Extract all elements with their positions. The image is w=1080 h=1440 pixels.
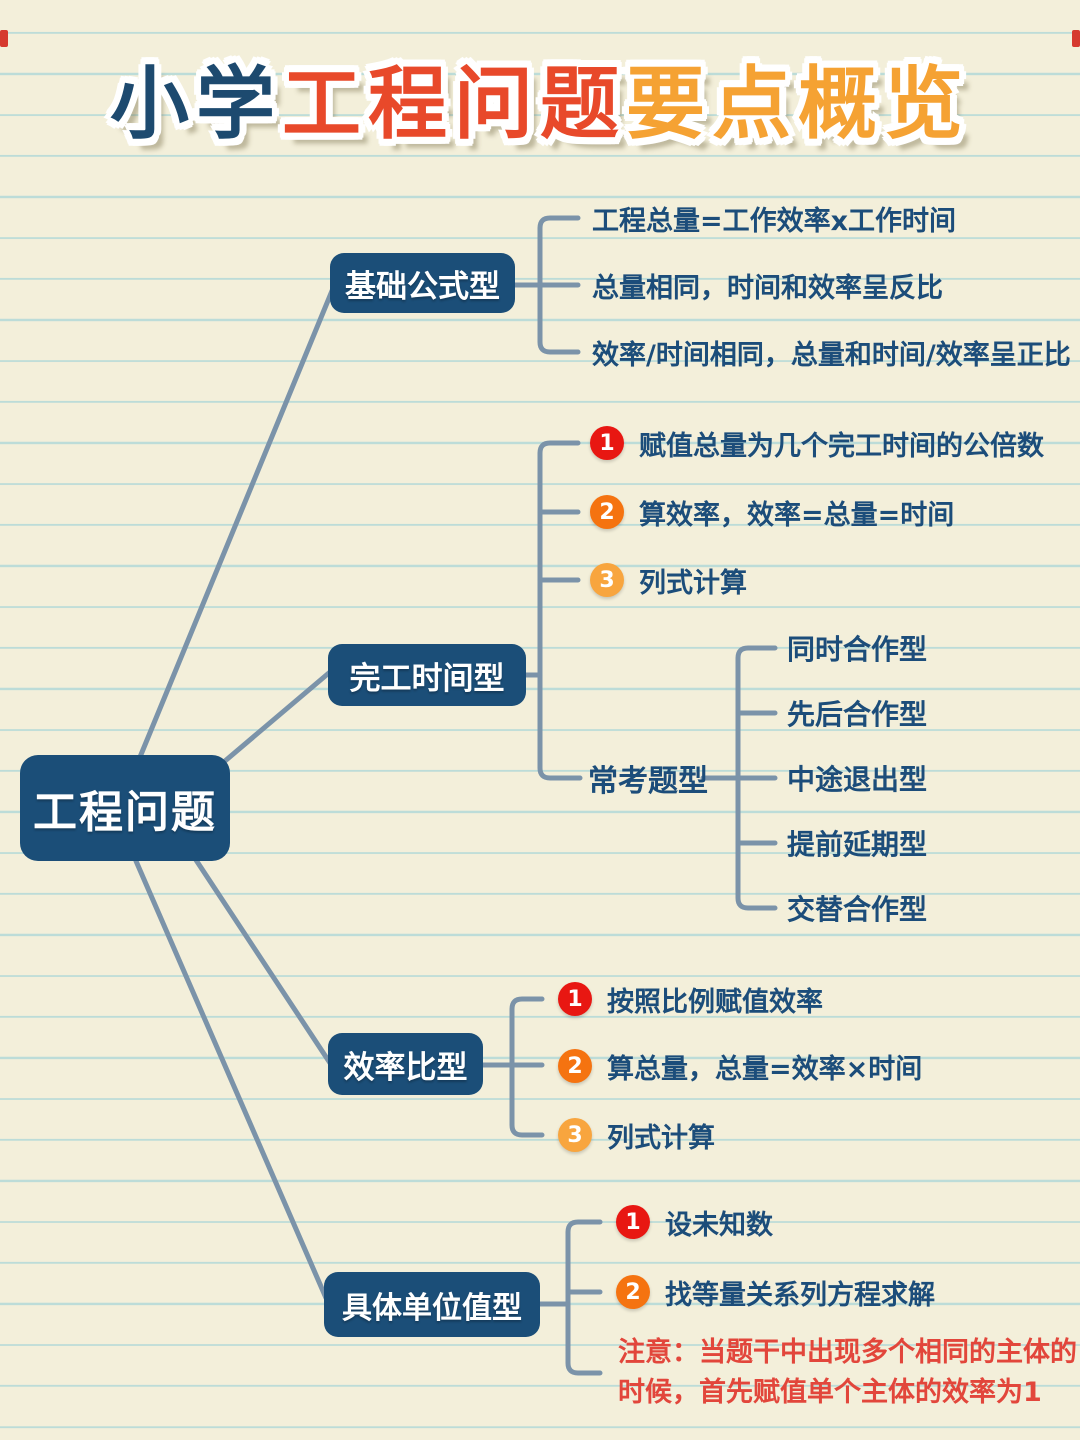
page-title: 小学工程问题要点概览 bbox=[0, 58, 1080, 150]
leaf-formula-2: 总量相同，时间和效率呈反比 bbox=[592, 272, 943, 304]
step-2-badge: 2 bbox=[616, 1275, 650, 1309]
branch-node-unit-value: 具体单位值型 bbox=[324, 1272, 540, 1337]
step-row: 2 算效率，效率=总量=时间 bbox=[590, 492, 954, 532]
step-1-badge: 1 bbox=[590, 426, 624, 460]
step-text: 设未知数 bbox=[665, 1209, 773, 1241]
branch-node-basic-formula: 基础公式型 bbox=[330, 253, 515, 313]
step-text: 找等量关系列方程求解 bbox=[665, 1279, 935, 1311]
warning-note: 注意：当题干中出现多个相同的主体的时候，首先赋值单个主体的效率为1 bbox=[618, 1337, 1077, 1408]
step-3-badge: 3 bbox=[558, 1118, 592, 1152]
step-text: 算效率，效率=总量=时间 bbox=[639, 499, 955, 531]
step-text: 算总量，总量=效率×时间 bbox=[607, 1053, 923, 1085]
step-row: 3 列式计算 bbox=[590, 560, 747, 600]
title-part-yaodian: 要点概览 bbox=[626, 58, 970, 150]
subtype-sequential: 先后合作型 bbox=[787, 698, 928, 731]
subtype-early-delay: 提前延期型 bbox=[787, 828, 928, 861]
step-row: 1 设未知数 bbox=[616, 1202, 773, 1242]
step-row: 3 列式计算 bbox=[558, 1115, 715, 1155]
step-2-badge: 2 bbox=[590, 495, 624, 529]
edge-mark-left bbox=[0, 30, 8, 47]
branch-node-completion-time: 完工时间型 bbox=[328, 644, 526, 706]
subtype-alternating: 交替合作型 bbox=[787, 893, 928, 926]
title-part-xiaoxue: 小学 bbox=[110, 58, 282, 150]
subgroup-label-changkao: 常考题型 bbox=[588, 764, 708, 799]
step-text: 按照比例赋值效率 bbox=[607, 986, 823, 1018]
step-row: 1 赋值总量为几个完工时间的公倍数 bbox=[590, 423, 1044, 463]
leaf-formula-1: 工程总量=工作效率x工作时间 bbox=[592, 205, 957, 237]
step-1-badge: 1 bbox=[616, 1205, 650, 1239]
title-part-gongcheng: 工程问题 bbox=[282, 58, 626, 150]
step-3-badge: 3 bbox=[590, 563, 624, 597]
branch-node-efficiency-ratio: 效率比型 bbox=[328, 1033, 483, 1095]
subtype-simultaneous: 同时合作型 bbox=[787, 633, 928, 666]
step-1-badge: 1 bbox=[558, 982, 592, 1016]
leaf-formula-3: 效率/时间相同，总量和时间/效率呈正比 bbox=[592, 339, 1071, 371]
edge-mark-right bbox=[1072, 30, 1080, 47]
subtype-midway-exit: 中途退出型 bbox=[787, 763, 928, 796]
step-row: 1 按照比例赋值效率 bbox=[558, 979, 823, 1019]
step-text: 列式计算 bbox=[607, 1122, 715, 1154]
step-2-badge: 2 bbox=[558, 1049, 592, 1083]
step-row: 2 算总量，总量=效率×时间 bbox=[558, 1046, 922, 1086]
step-row: 2 找等量关系列方程求解 bbox=[616, 1272, 935, 1312]
step-text: 赋值总量为几个完工时间的公倍数 bbox=[639, 430, 1044, 462]
root-node: 工程问题 bbox=[20, 755, 230, 861]
step-text: 列式计算 bbox=[639, 567, 747, 599]
